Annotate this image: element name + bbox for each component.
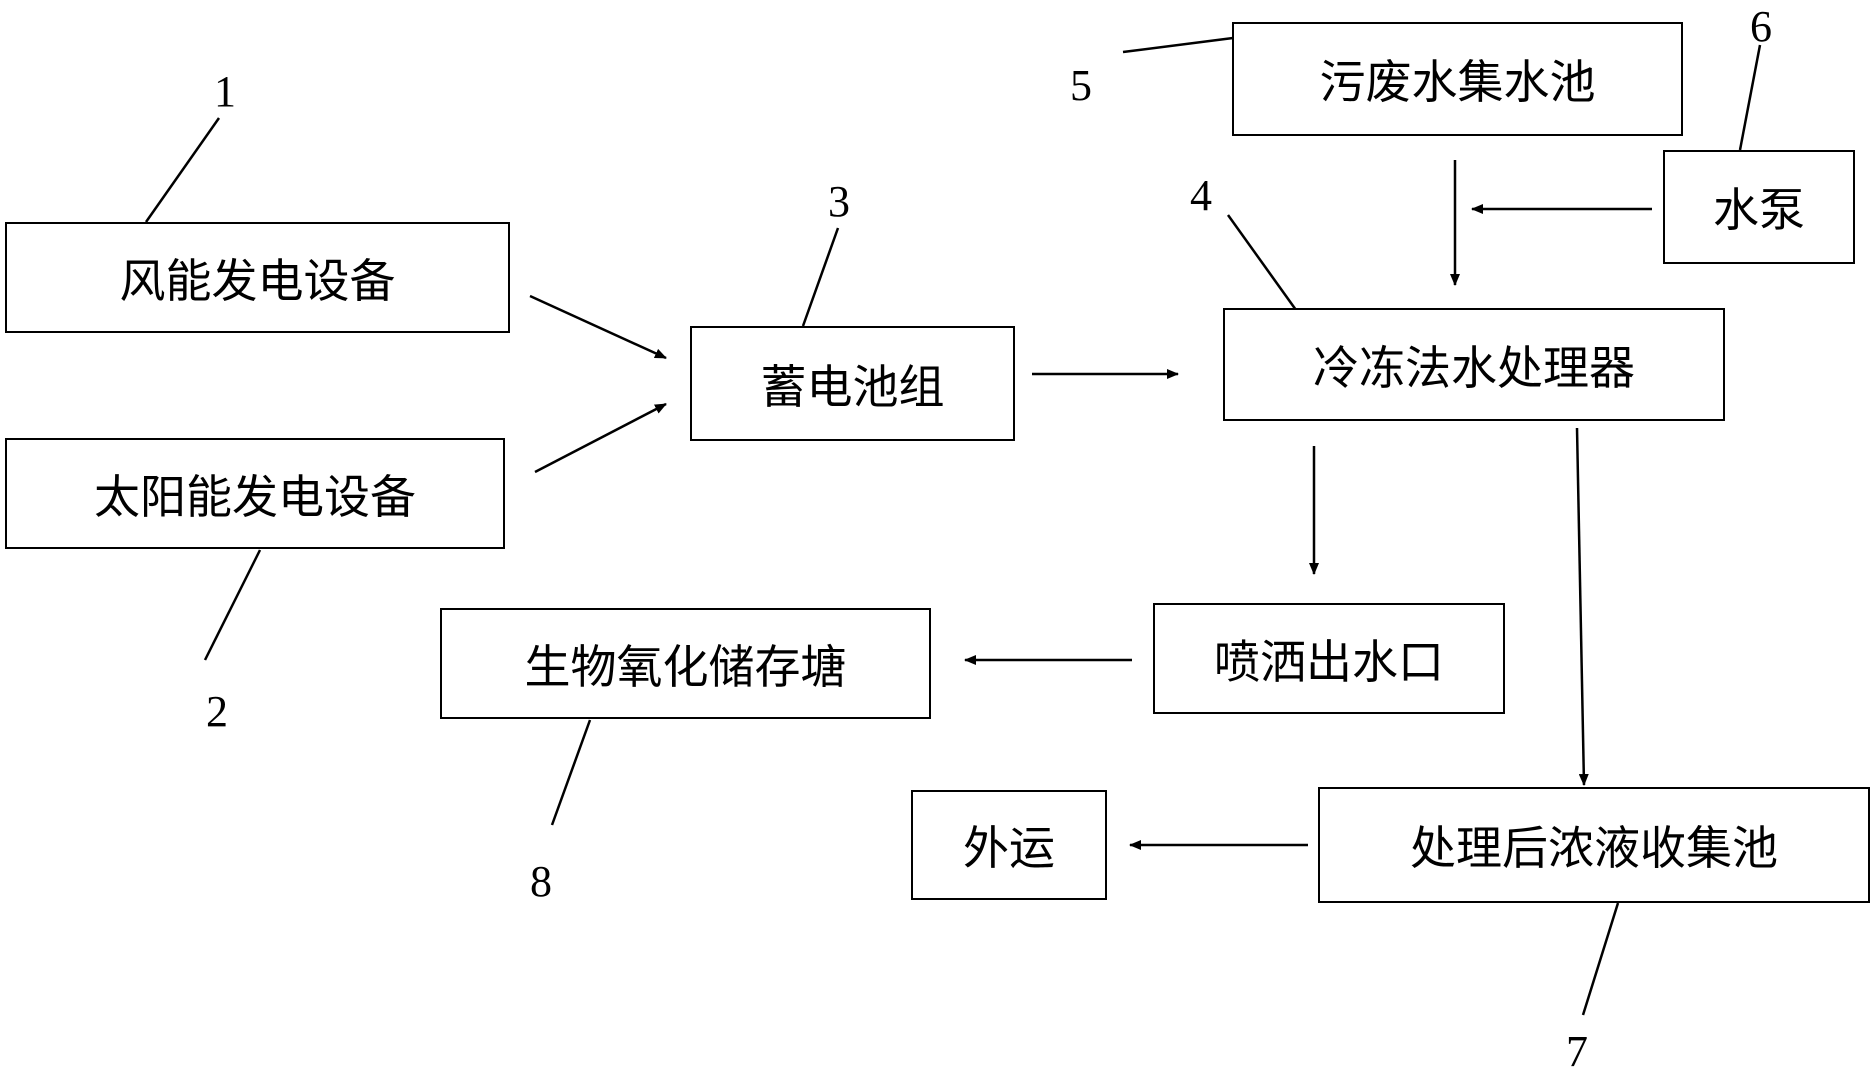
wind-power-box: 风能发电设备 <box>5 222 510 333</box>
bio-oxidation-pond-box: 生物氧化储存塘 <box>440 608 931 719</box>
leader-line-6 <box>1738 44 1762 151</box>
leader-line-5 <box>1122 36 1234 54</box>
label-8: 8 <box>530 857 552 906</box>
concentrate-collection-box: 处理后浓液收集池 <box>1318 787 1870 903</box>
label-4: 4 <box>1190 171 1212 220</box>
water-pump-box: 水泵 <box>1663 150 1855 264</box>
sprinkler-outlet-box: 喷洒出水口 <box>1153 603 1505 714</box>
label-7: 7 <box>1566 1027 1588 1076</box>
leader-line-2 <box>203 549 262 661</box>
leader-line-4 <box>1226 214 1298 311</box>
arrow-freezer-to-concentrate <box>1575 427 1589 786</box>
label-2: 2 <box>206 687 228 736</box>
wastewater-collection-box: 污废水集水池 <box>1232 22 1683 136</box>
leader-line-1 <box>144 117 221 223</box>
label-5: 5 <box>1070 61 1092 110</box>
leader-line-3 <box>801 227 840 327</box>
label-3: 3 <box>828 177 850 226</box>
freezing-water-treatment-box: 冷冻法水处理器 <box>1223 308 1725 421</box>
arrow-wind-to-battery <box>529 294 667 360</box>
leader-line-7 <box>1581 902 1620 1016</box>
battery-bank-box: 蓄电池组 <box>690 326 1015 441</box>
label-1: 1 <box>214 67 236 116</box>
solar-power-box: 太阳能发电设备 <box>5 438 505 549</box>
label-6: 6 <box>1750 2 1772 51</box>
leader-line-8 <box>550 719 592 826</box>
arrow-solar-to-battery <box>534 402 667 474</box>
transport-out-box: 外运 <box>911 790 1107 900</box>
